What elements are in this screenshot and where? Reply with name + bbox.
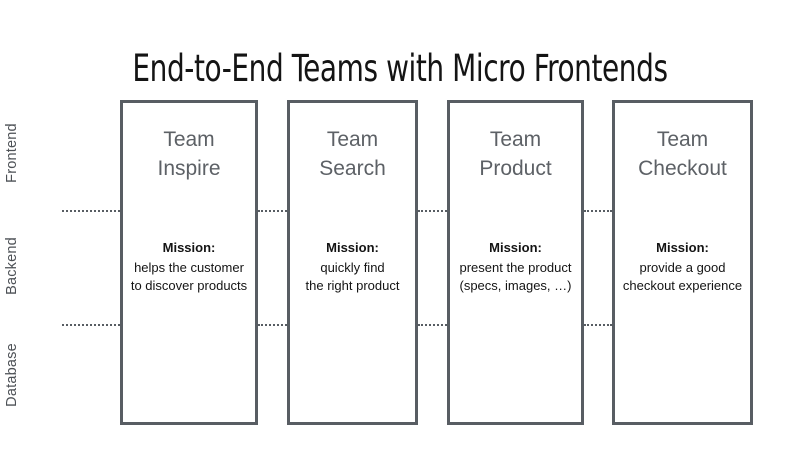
team-title-line2: Product <box>479 157 552 180</box>
mission-label: Mission: <box>326 240 379 255</box>
team-title-line2: Checkout <box>638 157 727 180</box>
mission-line1: present the product <box>459 260 572 275</box>
team-box-product[interactable]: Team Product Mission: present the produc… <box>447 100 584 425</box>
team-mission: Mission: present the product (specs, ima… <box>450 239 581 295</box>
mission-line2: checkout experience <box>622 278 743 293</box>
divider-backend-database-gap1 <box>258 324 287 326</box>
divider-backend-database-left <box>62 324 120 326</box>
mission-label: Mission: <box>656 240 709 255</box>
page-title: End-to-End Teams with Micro Frontends <box>132 46 668 90</box>
team-box-inspire[interactable]: Team Inspire Mission: helps the customer… <box>120 100 258 425</box>
team-box-search[interactable]: Team Search Mission: quickly find the ri… <box>287 100 418 425</box>
layer-label-database: Database <box>4 343 20 407</box>
team-title: Team Checkout <box>615 125 750 183</box>
divider-frontend-backend-left <box>62 210 120 212</box>
team-title-line1: Team <box>656 128 709 151</box>
mission-line2: the right product <box>305 278 400 293</box>
team-title-line1: Team <box>489 128 542 151</box>
mission-line2: (specs, images, …) <box>459 278 572 293</box>
divider-frontend-backend-gap3 <box>584 210 612 212</box>
team-title: Team Inspire <box>123 125 255 183</box>
team-mission: Mission: provide a good checkout experie… <box>615 239 750 295</box>
mission-line2: to discover products <box>130 278 248 293</box>
divider-frontend-backend-gap2 <box>418 210 447 212</box>
team-title-line1: Team <box>163 128 215 151</box>
mission-line1: quickly find <box>320 260 385 275</box>
mission-label: Mission: <box>489 240 542 255</box>
team-mission: Mission: helps the customer to discover … <box>123 239 255 295</box>
divider-backend-database-gap3 <box>584 324 612 326</box>
team-title-line2: Inspire <box>157 157 221 180</box>
mission-line1: helps the customer <box>134 260 244 275</box>
team-title-line1: Team <box>326 128 379 151</box>
team-title: Team Product <box>450 125 581 183</box>
team-title-line2: Search <box>319 157 386 180</box>
divider-backend-database-gap2 <box>418 324 447 326</box>
team-title: Team Search <box>290 125 415 183</box>
team-mission: Mission: quickly find the right product <box>290 239 415 295</box>
divider-frontend-backend-gap1 <box>258 210 287 212</box>
mission-label: Mission: <box>162 240 216 255</box>
mission-line1: provide a good <box>639 260 726 275</box>
team-box-checkout[interactable]: Team Checkout Mission: provide a good ch… <box>612 100 753 425</box>
